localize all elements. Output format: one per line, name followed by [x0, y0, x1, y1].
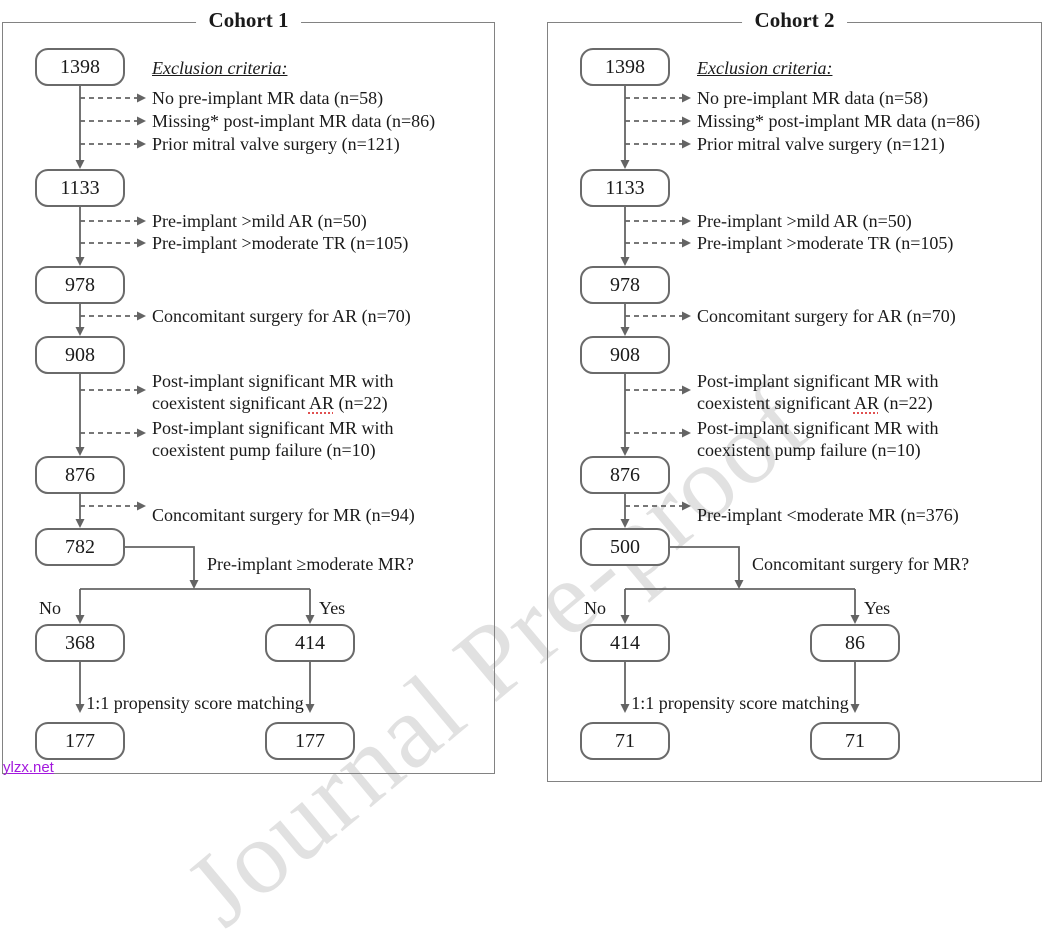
criterion-line: Post-implant significant MR with	[697, 418, 939, 438]
exclusion-criterion: No pre-implant MR data (n=58)	[152, 88, 384, 108]
count-box: 500	[580, 528, 670, 566]
exclusion-criterion: Post-implant significant MR with coexist…	[697, 370, 939, 414]
criterion-line: coexistent significant	[152, 393, 309, 413]
exclusion-criterion: Prior mitral valve surgery (n=121)	[152, 134, 400, 154]
branch-yes-label: Yes	[864, 598, 891, 618]
criterion-line: (n=22)	[878, 393, 933, 413]
exclusion-criterion: No pre-implant MR data (n=58)	[697, 88, 929, 108]
exclusion-heading: Exclusion criteria:	[152, 58, 288, 78]
exclusion-heading: Exclusion criteria:	[697, 58, 833, 78]
exclusion-criterion: Post-implant significant MR with coexist…	[697, 417, 939, 461]
criterion-line: coexistent significant	[697, 393, 854, 413]
branch-yes-label: Yes	[319, 598, 346, 618]
exclusion-criterion: Pre-implant >mild AR (n=50)	[152, 211, 367, 231]
count-box: 782	[35, 528, 125, 566]
count-box: 908	[35, 336, 125, 374]
branch-question: Pre-implant ≥moderate MR?	[207, 554, 414, 574]
criterion-line: Post-implant significant MR with	[152, 371, 394, 391]
exclusion-criterion: Post-implant significant MR with coexist…	[152, 417, 394, 461]
exclusion-criterion: Pre-implant >moderate TR (n=105)	[152, 233, 409, 253]
count-box: 908	[580, 336, 670, 374]
branch-no-label: No	[39, 598, 61, 618]
count-box: 177	[35, 722, 125, 760]
exclusion-criterion: Missing* post-implant MR data (n=86)	[152, 111, 436, 131]
branch-question: Concomitant surgery for MR?	[752, 554, 970, 574]
count-box: 177	[265, 722, 355, 760]
count-box: 1398	[580, 48, 670, 86]
cohort1-panel: Cohort 1	[2, 8, 495, 774]
cohort2-panel: Cohort 2	[547, 8, 1042, 782]
count-box: 876	[580, 456, 670, 494]
exclusion-criterion: Missing* post-implant MR data (n=86)	[697, 111, 981, 131]
spellcheck-marked-text: AR	[308, 393, 334, 413]
criterion-line: (n=22)	[333, 393, 388, 413]
count-box: 71	[810, 722, 900, 760]
cohort2-title: Cohort 2	[741, 8, 848, 33]
criterion-line: Post-implant significant MR with	[152, 418, 394, 438]
ylzx-site-link[interactable]: ylzx.net	[3, 759, 54, 776]
matching-label: 1:1 propensity score matching	[86, 693, 304, 713]
count-box: 1398	[35, 48, 125, 86]
exclusion-criterion: Concomitant surgery for MR (n=94)	[152, 505, 415, 525]
criterion-line: Post-implant significant MR with	[697, 371, 939, 391]
count-box: 1133	[35, 169, 125, 207]
spellcheck-marked-text: AR	[853, 393, 879, 413]
count-box: 414	[580, 624, 670, 662]
exclusion-criterion: Pre-implant >moderate TR (n=105)	[697, 233, 954, 253]
count-box: 876	[35, 456, 125, 494]
count-box: 1133	[580, 169, 670, 207]
exclusion-criterion: Post-implant significant MR with coexist…	[152, 370, 394, 414]
cohort1-title: Cohort 1	[195, 8, 302, 33]
branch-no-label: No	[584, 598, 606, 618]
count-box: 368	[35, 624, 125, 662]
count-box: 978	[580, 266, 670, 304]
count-box: 978	[35, 266, 125, 304]
matching-label: 1:1 propensity score matching	[631, 693, 849, 713]
exclusion-criterion: Prior mitral valve surgery (n=121)	[697, 134, 945, 154]
count-box: 414	[265, 624, 355, 662]
count-box: 86	[810, 624, 900, 662]
exclusion-criterion: Pre-implant >mild AR (n=50)	[697, 211, 912, 231]
exclusion-criterion: Pre-implant <moderate MR (n=376)	[697, 505, 959, 525]
criterion-line: coexistent pump failure (n=10)	[697, 440, 921, 460]
exclusion-criterion: Concomitant surgery for AR (n=70)	[697, 306, 956, 326]
count-box: 71	[580, 722, 670, 760]
exclusion-criterion: Concomitant surgery for AR (n=70)	[152, 306, 411, 326]
criterion-line: coexistent pump failure (n=10)	[152, 440, 376, 460]
